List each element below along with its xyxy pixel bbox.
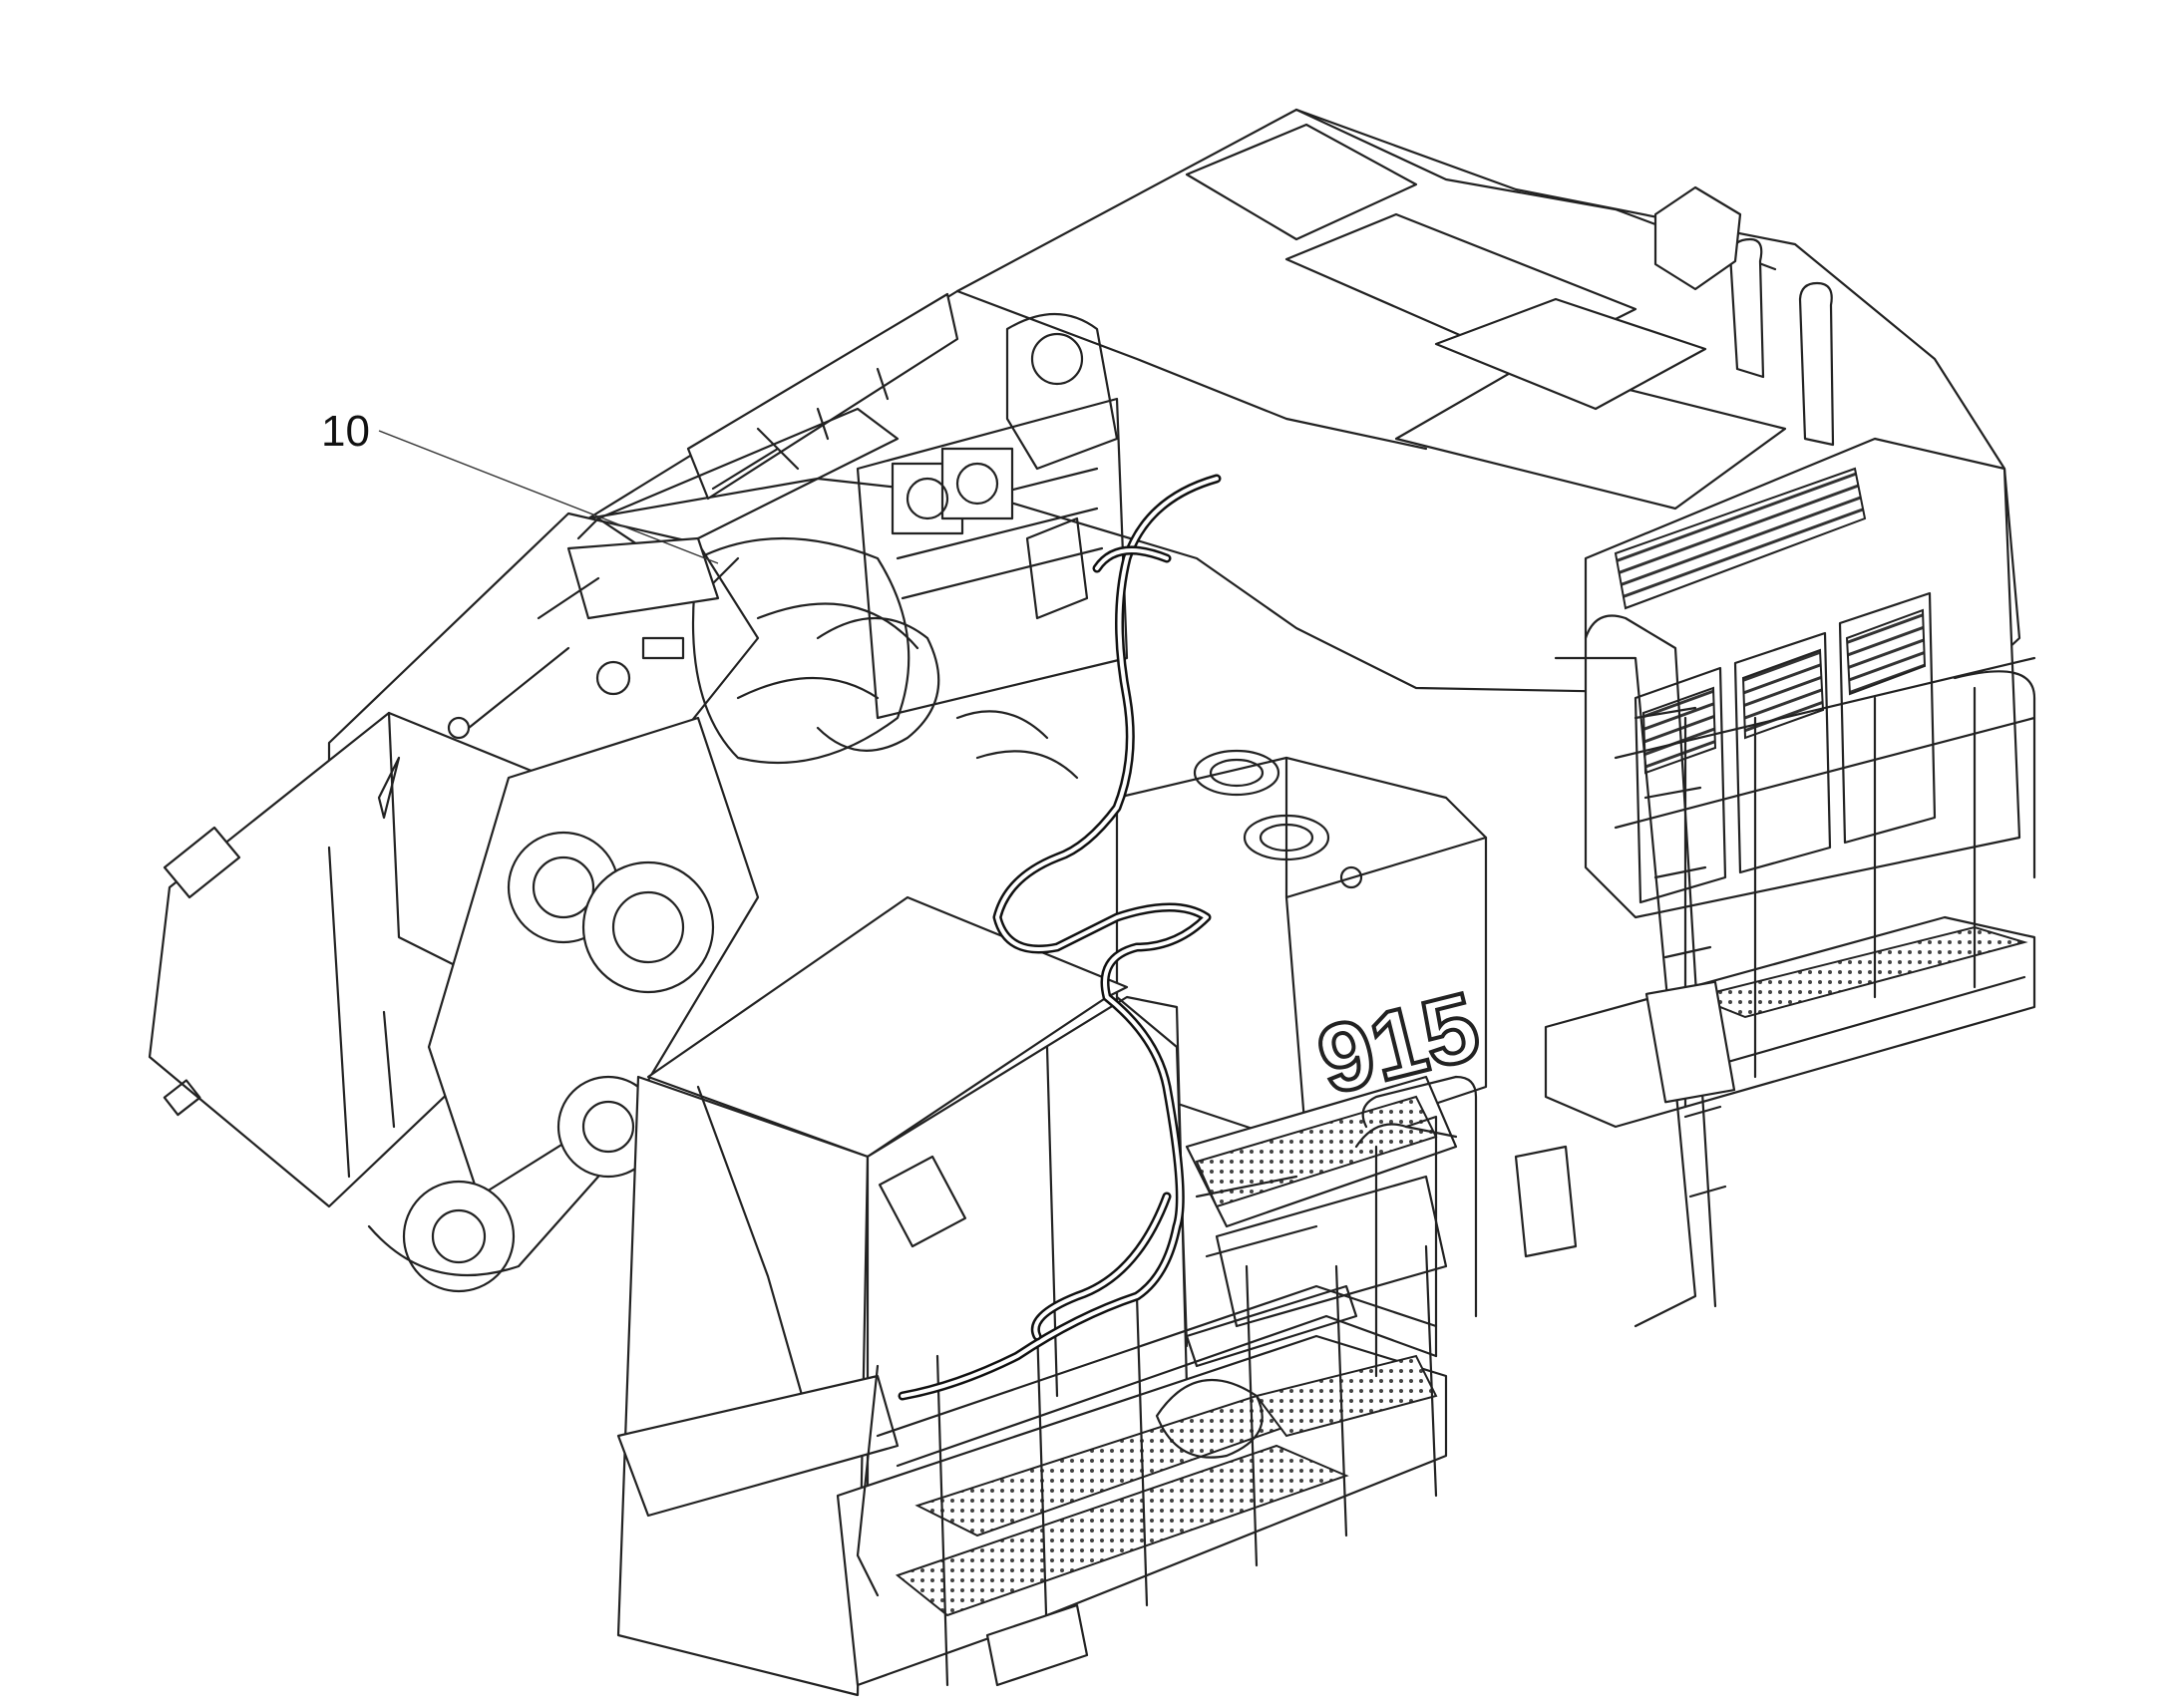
lower-rear-platform xyxy=(1185,1075,1478,1328)
access-ladder xyxy=(1514,614,1736,1328)
fuel-tank-unit xyxy=(1115,749,1488,1149)
callout-leader-line xyxy=(378,430,719,564)
engine-housing xyxy=(1584,437,2021,919)
boom-pivot xyxy=(367,716,760,1293)
left-panel-fittings xyxy=(377,536,720,820)
exhaust-stacks xyxy=(1653,185,1835,447)
engine-compartment xyxy=(691,313,1129,780)
hatch-frame xyxy=(576,292,959,600)
hose-assembly xyxy=(898,474,1222,1401)
callout-number: 10 xyxy=(321,407,370,456)
left-walkway xyxy=(856,1175,1358,1597)
front-deck xyxy=(616,1115,1458,1687)
